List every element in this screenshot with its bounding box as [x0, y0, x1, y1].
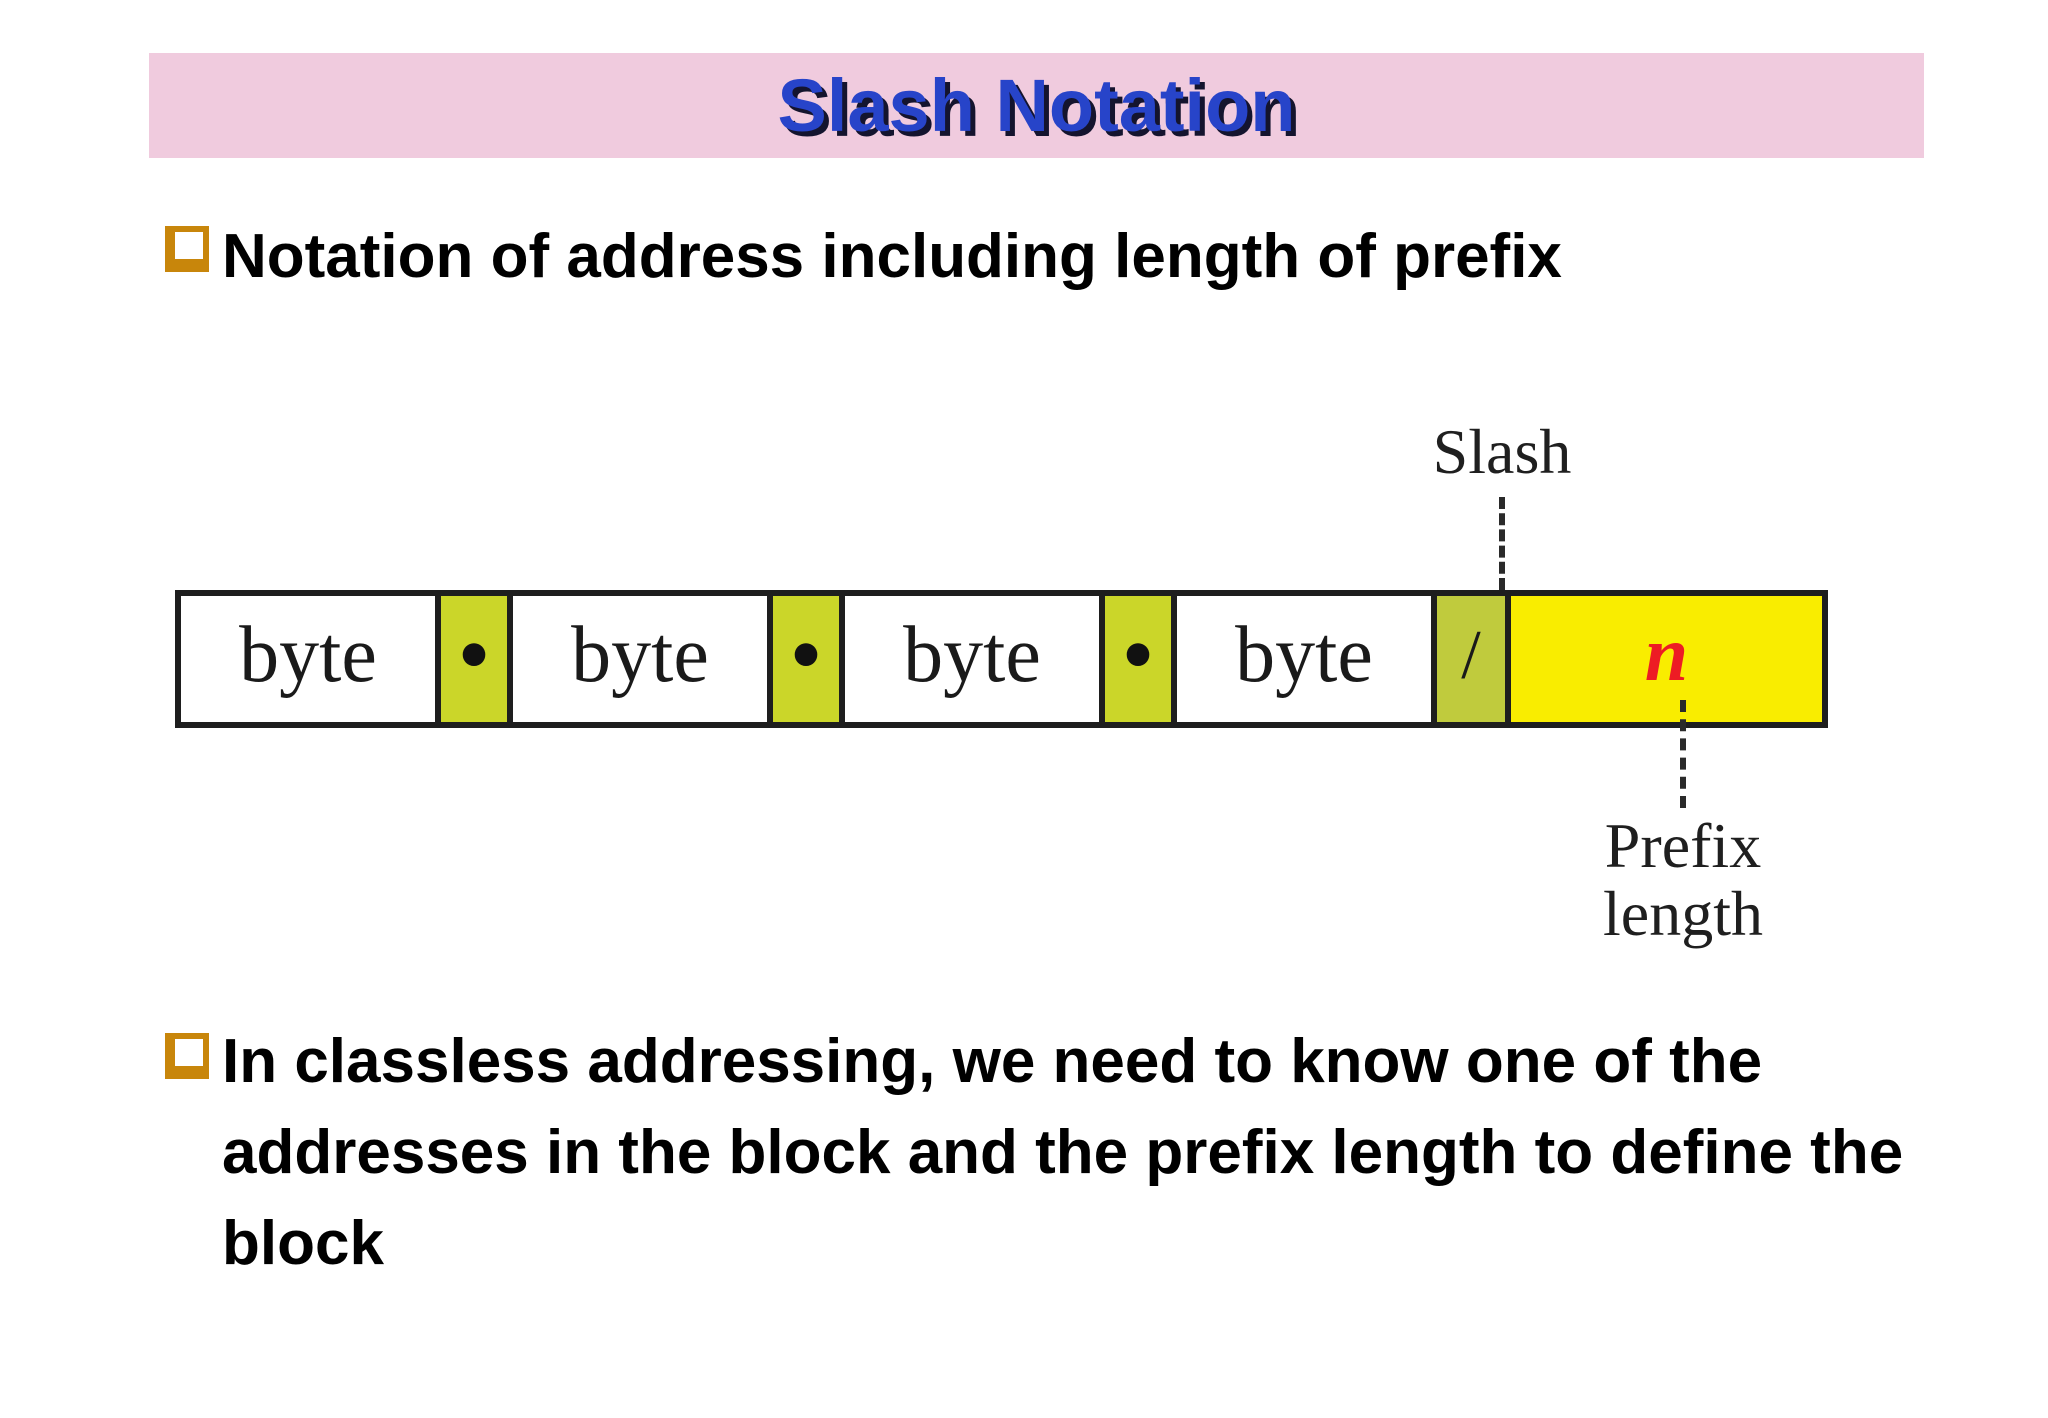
bullet-second-text: In classless addressing, we need to know… — [222, 1016, 1903, 1289]
page-title: Slash Notation — [777, 64, 1296, 147]
prefix-length-callout-label: Prefix length — [1533, 812, 1833, 948]
bullet-square-icon — [165, 226, 209, 272]
dot-separator-icon: • — [457, 601, 491, 707]
address-bar: byte • byte • byte • byte / n — [175, 590, 1828, 728]
bullet-second-line3: block — [222, 1209, 384, 1278]
byte-label: byte — [239, 610, 377, 699]
dot-separator-cell: • — [1105, 596, 1177, 722]
slash-callout-label: Slash — [1432, 416, 1572, 487]
byte-label: byte — [1235, 610, 1373, 699]
dot-separator-cell: • — [773, 596, 845, 722]
prefix-length-cell: n — [1511, 596, 1822, 722]
byte-cell: byte — [845, 596, 1105, 722]
n-label: n — [1644, 610, 1689, 697]
prefix-length-callout-line1: Prefix — [1604, 810, 1762, 881]
dot-separator-cell: • — [441, 596, 513, 722]
slash-label: / — [1461, 617, 1481, 694]
byte-cell: byte — [513, 596, 773, 722]
bullet-square-icon — [165, 1033, 209, 1079]
dot-separator-icon: • — [1121, 601, 1155, 707]
bullet-second-line2: addresses in the block and the prefix le… — [222, 1118, 1904, 1187]
byte-cell: byte — [1177, 596, 1437, 722]
slash-cell: / — [1437, 596, 1511, 722]
byte-label: byte — [571, 610, 709, 699]
byte-cell: byte — [181, 596, 441, 722]
prefix-length-callout-line2: length — [1603, 878, 1763, 949]
slash-dotted-connector — [1499, 497, 1505, 590]
byte-label: byte — [903, 610, 1041, 699]
dot-separator-icon: • — [789, 601, 823, 707]
bullet-first-text: Notation of address including length of … — [222, 222, 1562, 291]
title-banner: Slash Notation — [149, 53, 1924, 158]
bullet-second-line1: In classless addressing, we need to know… — [222, 1027, 1763, 1096]
prefix-length-dotted-connector — [1680, 700, 1686, 808]
